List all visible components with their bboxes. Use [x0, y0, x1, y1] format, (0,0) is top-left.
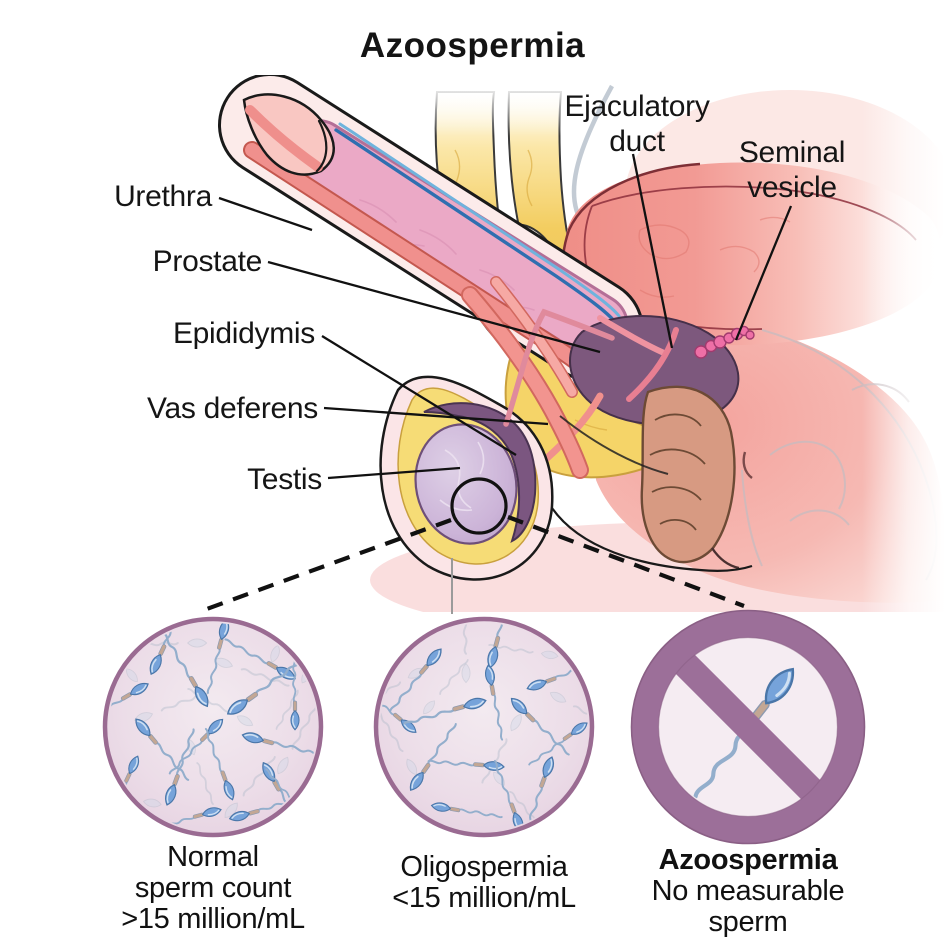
caption-normal-line1: Normal: [167, 841, 259, 873]
inset-oligospermia: [373, 616, 595, 838]
label-seminal-vesicle-line2: vesicle: [747, 171, 837, 204]
inset-azoospermia: [630, 609, 866, 845]
label-urethra: Urethra: [114, 180, 212, 213]
vas-deferens-tube: [503, 308, 615, 427]
label-seminal-vesicle-line1: Seminal: [738, 136, 846, 169]
vas-deferens-leader: [323, 406, 549, 426]
inset-normal: [102, 616, 324, 838]
label-prostate: Prostate: [152, 245, 263, 278]
magnification-dashed-lines: [203, 515, 745, 612]
perineum-line: [551, 507, 753, 572]
label-ejaculatory-duct: Ejaculatory duct: [512, 89, 762, 159]
caption-azoospermia-line1: Azoospermia: [658, 844, 838, 876]
ejaculatory-duct-leader: [631, 153, 674, 349]
magnifier-circle: [450, 477, 508, 535]
anatomy-cross-section: [218, 75, 945, 612]
label-vas-deferens: Vas deferens: [147, 392, 318, 425]
label-epididymis: Epididymis: [172, 317, 315, 350]
seminal-vesicle: [694, 325, 755, 359]
page-title: Azoospermia: [359, 26, 586, 65]
urethra-leader: [218, 196, 313, 232]
caption-azoospermia-line3: sperm: [708, 906, 788, 938]
caption-oligospermia: Oligospermia <15 million/mL: [324, 852, 644, 914]
prohibition-sign: [630, 609, 866, 845]
right-fade: [862, 75, 945, 612]
groin-crease: [559, 415, 669, 475]
label-ejaculatory-duct-line1: Ejaculatory: [564, 90, 710, 123]
testis-leader: [327, 466, 461, 480]
label-seminal-vesicle: Seminal vesicle: [667, 135, 917, 205]
caption-normal: Normal sperm count >15 million/mL: [53, 842, 373, 935]
caption-azoospermia: Azoospermia No measurable sperm: [588, 845, 908, 938]
fat-top-fade: [420, 84, 620, 136]
caption-oligospermia-line1: Oligospermia: [400, 851, 568, 883]
label-testis: Testis: [247, 463, 322, 496]
seminal-vesicle-leader: [734, 205, 793, 341]
epididymis-leader: [321, 335, 517, 456]
caption-normal-line2: sperm count: [134, 872, 292, 904]
prostate-leader: [267, 260, 601, 354]
rectum: [640, 385, 753, 570]
penis: [218, 75, 644, 406]
label-ejaculatory-duct-line2: duct: [609, 125, 665, 158]
caption-oligospermia-line2: <15 million/mL: [392, 882, 576, 914]
caption-normal-line3: >15 million/mL: [121, 903, 305, 935]
leader-lines: [218, 153, 793, 480]
caption-azoospermia-line2: No measurable: [651, 875, 845, 907]
